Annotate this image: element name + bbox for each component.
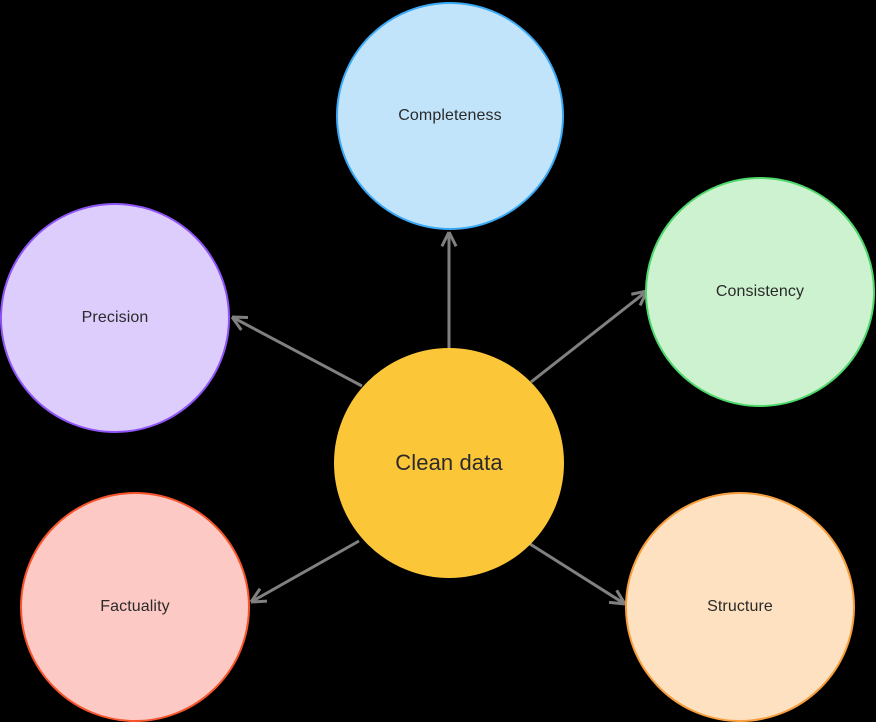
arrowhead-icon (615, 589, 627, 605)
node-consistency[interactable]: Consistency (645, 177, 875, 407)
edge-center-to-factuality (249, 539, 360, 604)
node-structure[interactable]: Structure (625, 492, 855, 722)
arrowhead-icon (250, 599, 268, 604)
edge-center-to-precision (230, 315, 363, 388)
edge-center-to-completeness (440, 231, 458, 348)
arrowhead-icon (440, 231, 451, 248)
edge-center-to-structure (529, 542, 627, 606)
edge-line (529, 542, 625, 605)
arrowhead-icon (249, 587, 262, 603)
node-label-precision: Precision (81, 309, 149, 327)
node-label-completeness: Completeness (398, 107, 502, 125)
node-completeness[interactable]: Completeness (336, 2, 564, 230)
edge-line (233, 316, 363, 388)
arrowhead-icon (447, 231, 458, 248)
node-precision[interactable]: Precision (0, 203, 230, 433)
node-label-factuality: Factuality (100, 598, 170, 616)
node-label-structure: Structure (707, 598, 773, 616)
node-factuality[interactable]: Factuality (20, 492, 250, 722)
node-clean-data[interactable]: Clean data (334, 348, 564, 578)
node-label-clean-data: Clean data (395, 449, 503, 475)
edge-line (252, 539, 360, 603)
arrowhead-icon (230, 316, 243, 331)
arrowhead-icon (608, 600, 626, 606)
edge-line (530, 291, 647, 384)
node-label-consistency: Consistency (715, 283, 805, 301)
edge-center-to-consistency (530, 289, 649, 384)
